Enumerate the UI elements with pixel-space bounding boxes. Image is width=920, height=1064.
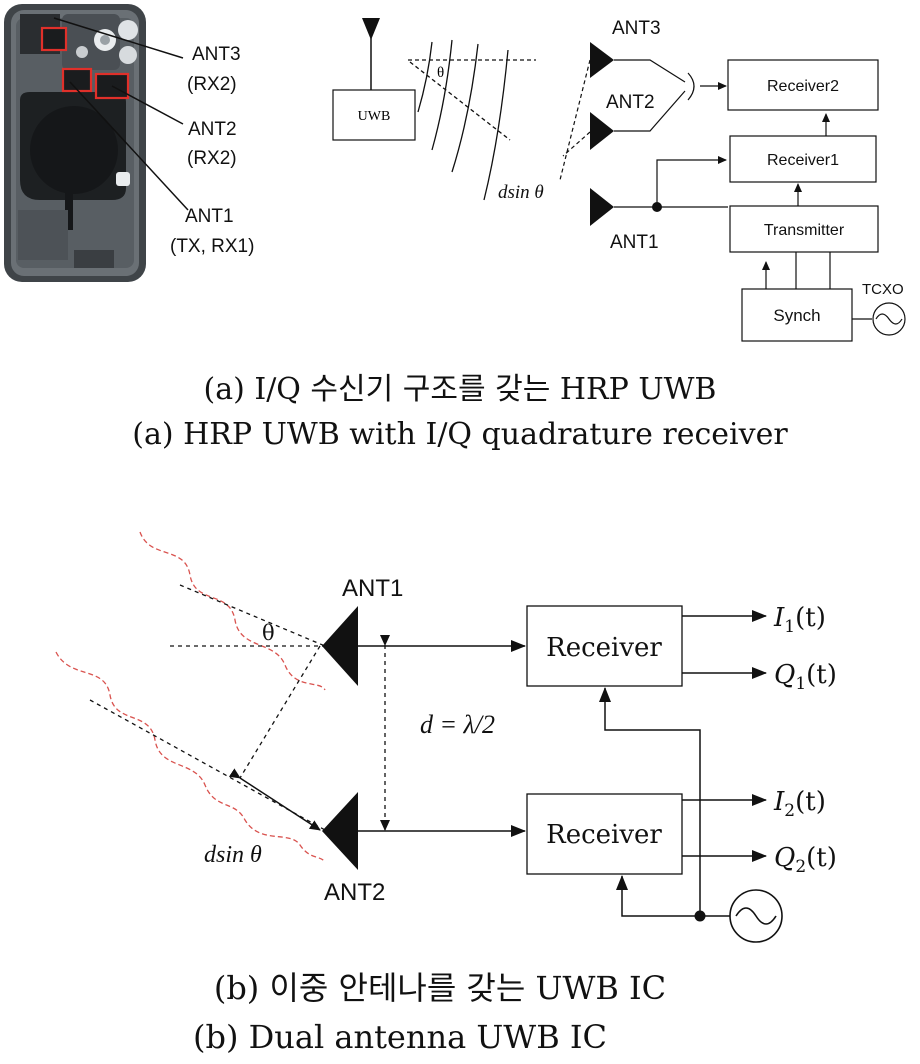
array-geometry: [559, 59, 727, 181]
synch-box: [741, 288, 853, 342]
rx-split-node: [652, 202, 662, 212]
ant3-pointer: [53, 17, 184, 59]
output-i2: I2(t): [773, 787, 826, 821]
output-q1: Q1(t): [774, 660, 837, 694]
wavefronts: [408, 39, 536, 201]
incoming-waves: [55, 531, 326, 863]
ant2-triangle: [322, 792, 358, 870]
receiver2-box: [727, 59, 879, 111]
incident-rays: [89, 584, 326, 831]
array-dsin: dsin θ: [498, 182, 544, 203]
uwb-box-label: UWB: [358, 109, 391, 124]
phone-label-ant2-sub: (RX2): [187, 148, 237, 169]
lo-oscillator-icon: [729, 889, 783, 943]
phone-label-ant1-sub: (TX, RX1): [170, 236, 254, 257]
dsin-arrow: [228, 768, 321, 831]
receiver2-label: Receiver2: [767, 78, 839, 95]
antenna-array: [590, 42, 614, 226]
caption-b-korean: (b) 이중 안테나를 갖는 UWB IC: [213, 969, 667, 1007]
transmitter-box: [729, 205, 879, 253]
tcxo-oscillator-icon: [872, 302, 906, 336]
spacing-label: d = λ/2: [420, 710, 495, 739]
receiver-bottom-box: [526, 793, 683, 875]
array-label-ant1: ANT1: [610, 232, 659, 253]
bottom-theta: θ: [262, 621, 275, 645]
receiver-bottom-label: Receiver: [546, 820, 662, 850]
tcxo-label: TCXO: [862, 281, 904, 298]
phone-label-ant1: ANT1: [185, 206, 234, 227]
phone-image: [4, 4, 146, 282]
uwb-theta: θ: [437, 65, 444, 81]
receiver-top-label: Receiver: [546, 633, 662, 663]
caption-b-english: (b) Dual antenna UWB IC: [193, 1018, 607, 1056]
receiver1-label: Receiver1: [767, 152, 839, 169]
bottom-dsin: dsin θ: [204, 842, 262, 868]
phone-label-ant3-sub: (RX2): [187, 74, 237, 95]
receiver1-box: [729, 135, 877, 183]
synch-label: Synch: [773, 306, 820, 325]
ant1-triangle: [322, 606, 358, 686]
array-label-ant3: ANT3: [612, 18, 661, 39]
rx-chain: [614, 113, 872, 320]
transmitter-label: Transmitter: [764, 222, 845, 239]
ant2-pointer: [111, 85, 184, 125]
caption-a-english: (a) HRP UWB with I/Q quadrature receiver: [132, 417, 788, 452]
array-label-ant2: ANT2: [606, 92, 655, 113]
bottom-ant2-label: ANT2: [324, 879, 385, 906]
ant1-pointer: [69, 81, 189, 211]
caption-a-korean: (a) I/Q 수신기 구조를 갖는 HRP UWB: [203, 372, 717, 407]
bottom-ant1-label: ANT1: [342, 575, 403, 602]
phone-label-ant3: ANT3: [192, 44, 241, 65]
receiver-top-box: [526, 605, 683, 687]
phone-label-ant2: ANT2: [188, 119, 237, 140]
lo-split-node: [694, 910, 706, 922]
output-q2: Q2(t): [774, 843, 837, 877]
uwb-device: UWB: [332, 18, 416, 141]
output-i1: I1(t): [773, 603, 826, 637]
signal-lines: [358, 610, 767, 917]
